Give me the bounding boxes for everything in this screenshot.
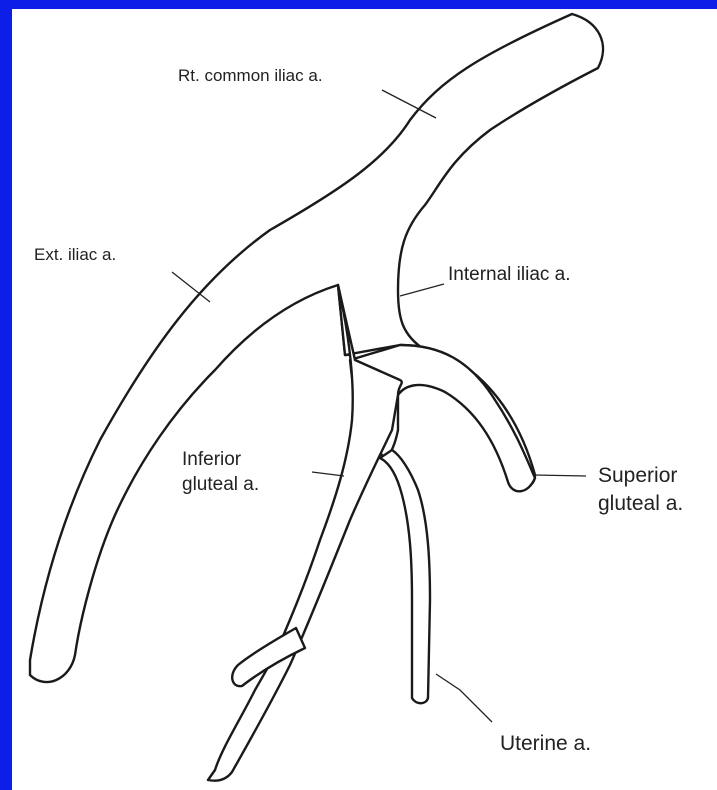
leader-internal-iliac — [400, 284, 444, 296]
leader-superior-gluteal — [534, 475, 586, 476]
label-superior-gluteal-line1: Superior — [598, 464, 677, 487]
label-rt-common-iliac: Rt. common iliac a. — [178, 66, 323, 85]
label-superior-gluteal-line2: gluteal a. — [598, 492, 683, 515]
label-uterine: Uterine a. — [500, 732, 591, 755]
label-internal-iliac: Internal iliac a. — [448, 264, 571, 285]
leader-inferior-gluteal — [312, 472, 344, 476]
label-ext-iliac: Ext. iliac a. — [34, 245, 116, 264]
label-inferior-gluteal-line1: Inferior — [182, 449, 242, 470]
label-inferior-gluteal-line2: gluteal a. — [182, 474, 259, 495]
leader-uterine — [436, 674, 492, 722]
uterine-artery — [380, 450, 430, 703]
